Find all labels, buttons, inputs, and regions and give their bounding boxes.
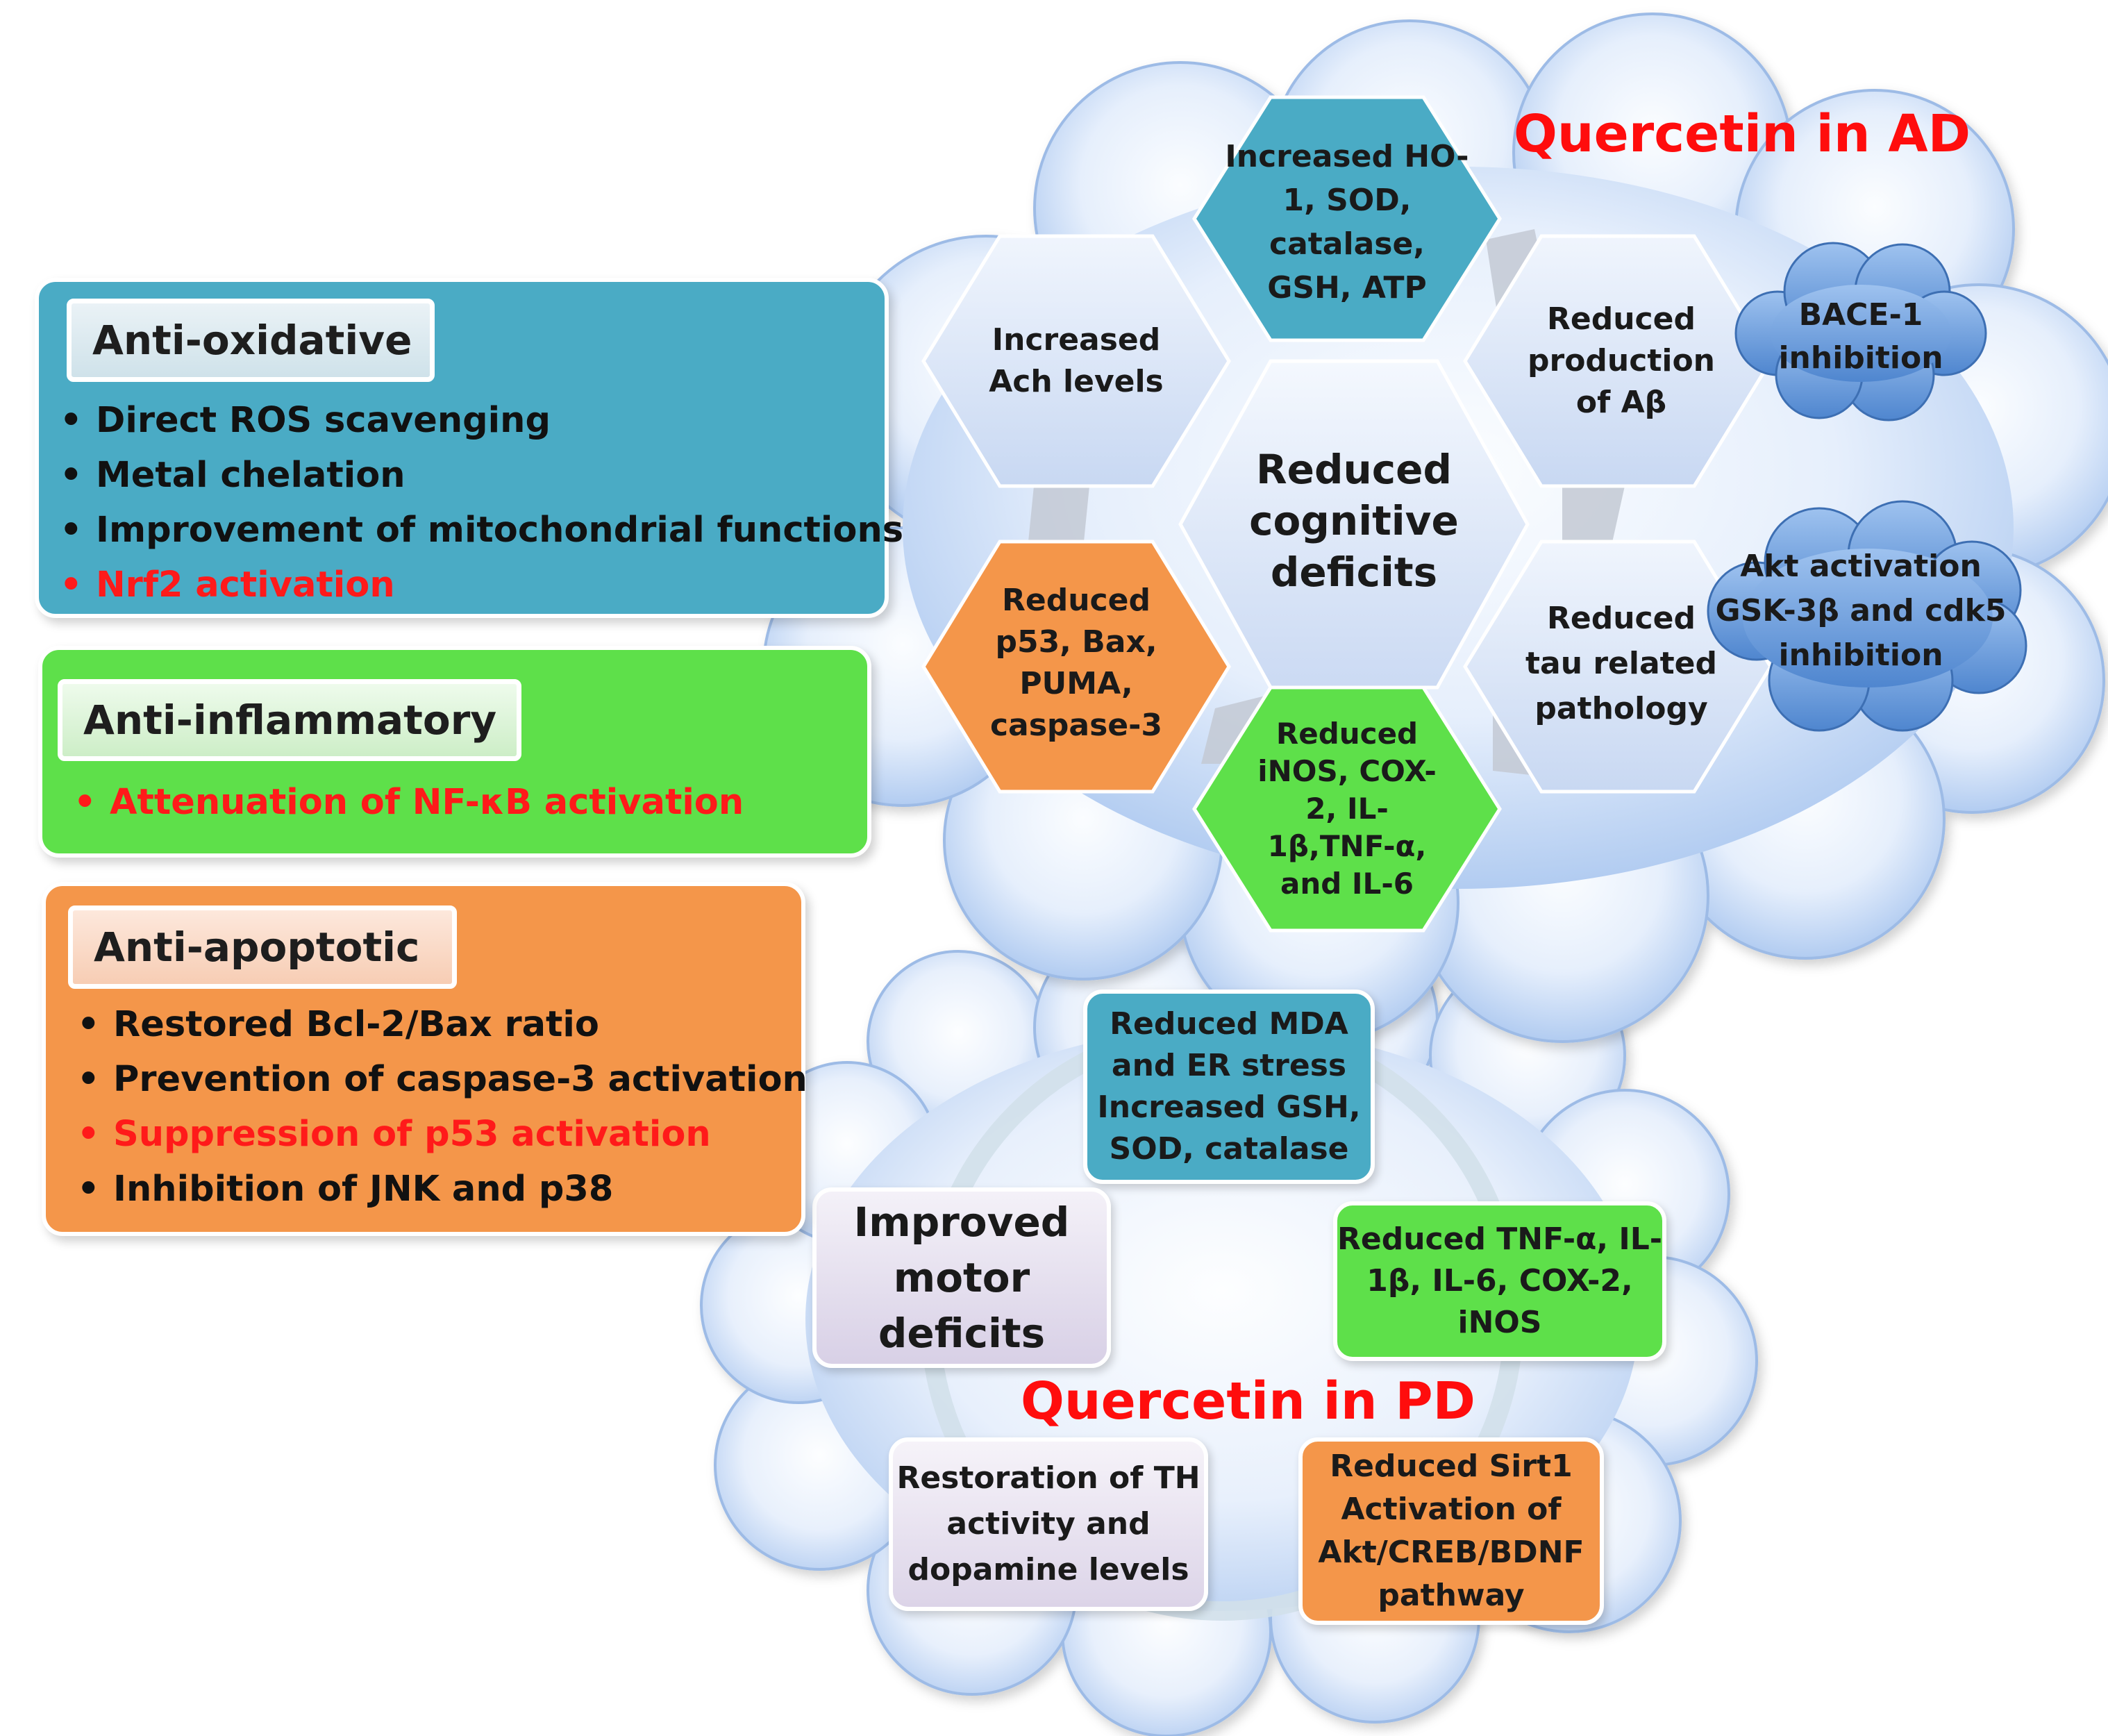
panel-anti-oxidative-heading: Anti-oxidative [67,299,435,382]
pd-title: Quercetin in PD [1021,1371,1475,1431]
hex-bottom [1192,685,1502,933]
hex-center [1178,359,1530,690]
ad-hexagons [921,95,1773,933]
pd-box-th: Restoration of TH activity and dopamine … [889,1437,1208,1611]
hex-lower-right-label: Reduced tau related pathology [1525,600,1718,726]
bace-cloud-label: BACE-1 inhibition [1778,297,1943,376]
hex-top [1192,95,1502,342]
hex-top-label: Increased HO-1, SOD, catalase, GSH, ATP [1225,139,1469,306]
hex-lower-right [1463,540,1773,794]
akt-cloud-label: Akt activation GSK-3β and cdk5 inhibitio… [1715,549,2007,673]
ad-title: Quercetin in AD [1514,104,1971,164]
hex-bottom-label: Reduced iNOS, COX-2, IL-1β,TNF-α, and IL… [1257,717,1437,901]
panel-anti-apoptotic-list: Restored Bcl-2/Bax ratio Prevention of c… [70,997,808,1217]
bace-cloud [1734,242,1987,422]
list-item: Inhibition of JNK and p38 [70,1162,808,1217]
panel-anti-inflammatory: Anti-inflammatory Attenuation of NF-κB a… [38,646,871,858]
list-item: Nrf2 activation [53,558,903,612]
list-item: Prevention of caspase-3 activation [70,1052,808,1107]
panel-anti-apoptotic-heading: Anti-apoptotic [68,905,457,989]
hex-center-label: Reduced cognitive deficits [1249,446,1459,596]
panel-anti-apoptotic: Anti-apoptotic Restored Bcl-2/Bax ratio … [42,882,808,1236]
akt-cloud [1707,500,2027,732]
panel-anti-inflammatory-list: Attenuation of NF-κB activation [67,775,744,830]
pd-box-motor: Improved motor deficits [812,1187,1111,1368]
list-item: Direct ROS scavenging [53,393,903,448]
hex-upper-right [1463,234,1773,488]
hex-lower-left-label: Reduced p53, Bax, PUMA, caspase-3 [989,583,1163,743]
list-item: Restored Bcl-2/Bax ratio [70,997,808,1052]
panel-anti-inflammatory-heading: Anti-inflammatory [58,679,521,761]
list-item: Attenuation of NF-κB activation [67,775,744,830]
list-item: Metal chelation [53,448,903,503]
panel-anti-oxidative-list: Direct ROS scavenging Metal chelation Im… [53,393,903,612]
hex-upper-left-label: Increased Ach levels [989,322,1164,399]
pd-box-tnf: Reduced TNF-α, IL-1β, IL-6, COX-2, iNOS [1333,1201,1666,1361]
pd-box-sirt: Reduced Sirt1 Activation of Akt/CREB/BDN… [1298,1437,1604,1625]
panel-anti-oxidative: Anti-oxidative Direct ROS scavenging Met… [35,278,903,618]
hex-lower-left [921,540,1231,794]
pd-box-mda: Reduced MDA and ER stress Increased GSH,… [1083,990,1375,1184]
list-item: Improvement of mitochondrial functions [53,503,903,558]
hex-upper-right-label: Reduced production of Aβ [1528,301,1715,420]
hex-upper-left [921,234,1231,488]
list-item: Suppression of p53 activation [70,1107,808,1162]
